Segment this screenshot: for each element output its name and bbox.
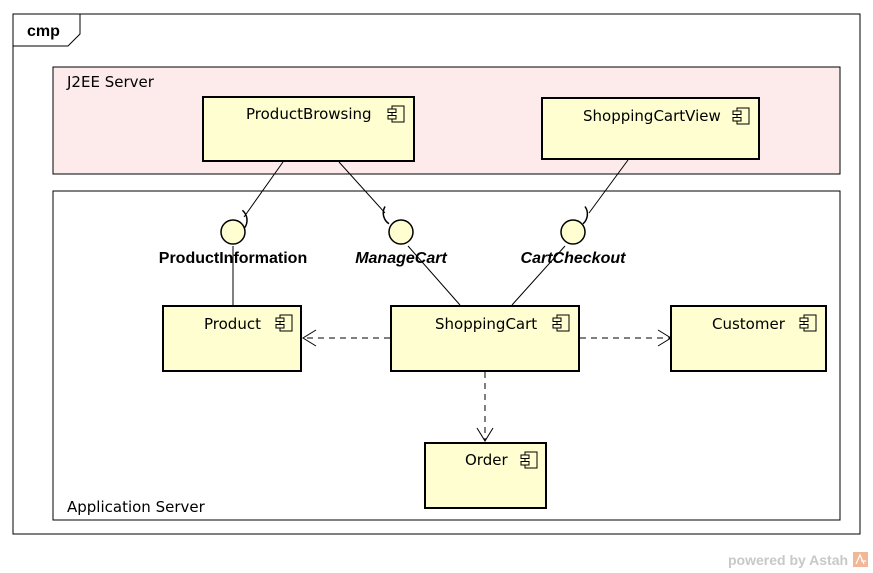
product-information-label: ProductInformation (159, 250, 307, 267)
manage-cart-label: ManageCart (355, 250, 447, 267)
frame-label: cmp (27, 23, 60, 40)
component-label: ShoppingCartView (583, 107, 721, 125)
astah-logo-icon (853, 552, 868, 567)
component-label: ProductBrowsing (246, 105, 372, 123)
watermark-text: powered by Astah (728, 552, 848, 568)
ball-icon (560, 219, 586, 245)
arrowhead-icon (476, 427, 494, 442)
component-label: Product (204, 315, 261, 333)
component-shopping-cart-view[interactable]: ShoppingCartView (541, 97, 760, 160)
astah-watermark: powered by Astah (728, 552, 868, 568)
interface-product-information[interactable]: ProductInformation (159, 209, 307, 267)
scv-to-cartcheckout-line (588, 159, 629, 214)
component-shopping-cart[interactable]: ShoppingCart (390, 305, 580, 372)
j2ee-server-label: J2EE Server (66, 73, 155, 91)
component-product[interactable]: Product (162, 305, 302, 372)
managecart-to-shoppingcart-line (407, 245, 461, 306)
cart-checkout-label: CartCheckout (521, 250, 627, 267)
component-label: Customer (712, 315, 786, 333)
socket-icon (241, 209, 248, 229)
socket-icon (382, 206, 390, 225)
component-order[interactable]: Order (424, 442, 547, 509)
arrowhead-icon (302, 329, 317, 347)
interface-cart-checkout[interactable]: CartCheckout (521, 206, 627, 268)
component-label: ShoppingCart (435, 315, 537, 333)
ball-icon (220, 219, 246, 245)
component-customer[interactable]: Customer (670, 305, 827, 372)
connectors (232, 159, 629, 306)
cartcheckout-to-shoppingcart-line (511, 245, 566, 306)
socket-icon (582, 206, 589, 225)
component-label: Order (465, 451, 508, 469)
ball-icon (388, 219, 414, 245)
application-server-label: Application Server (67, 498, 206, 516)
pb-to-managecart-line (338, 161, 386, 214)
interface-manage-cart[interactable]: ManageCart (355, 206, 447, 268)
component-product-browsing[interactable]: ProductBrowsing (202, 96, 415, 162)
pb-to-productinformation-line (243, 161, 284, 218)
